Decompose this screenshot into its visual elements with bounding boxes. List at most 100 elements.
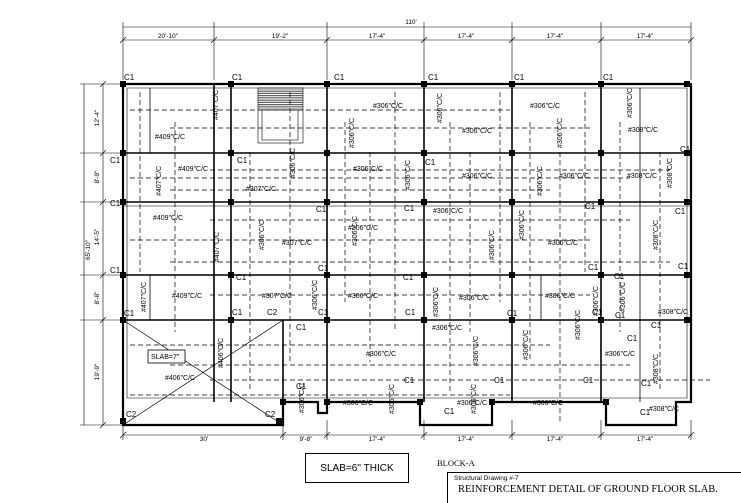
dim-tick [99,271,107,279]
dim-tick [210,36,218,44]
column-label: C1 [588,263,599,272]
column [509,199,515,205]
rebar-label: #306"C/C [348,293,378,300]
column-label: C1 [403,273,414,282]
column [324,399,330,405]
rebar-label: #306"C/C [373,103,403,110]
rebar-label: #307"C/C [262,293,292,300]
rebar-label-vertical: #306"C/C [620,282,627,312]
column [120,81,126,87]
top-dim-5: 17'-4" [547,33,564,40]
bottom-dim-5: 17'-4" [547,436,564,443]
top-dim-1: 20'-10" [158,33,179,40]
column-label: C1 [444,407,455,416]
column [324,272,330,278]
column-label: C1 [404,376,415,385]
column [324,317,330,323]
column [509,272,515,278]
column [421,199,427,205]
left-dim-3: 14'-5" [94,228,101,245]
floor-plan-drawing: 110' 65'-10" 20'-10" 19'-2" 17'-4" 17'-4… [80,19,710,443]
rebar-label-vertical: #306"C/C [519,210,526,240]
rebar-label: #306"C/C [366,351,396,358]
column [598,317,604,323]
column [228,150,234,156]
bottom-dim-2: 9'-8" [300,436,314,443]
slab-tag-box [147,349,186,364]
column-label: C1 [232,73,243,82]
rebar-label: #306"C/C [348,225,378,232]
column-label: C1 [614,272,625,281]
column-label: C1 [110,156,121,165]
top-dim-6: 17'-4" [637,33,654,40]
column [228,317,234,323]
top-dim-3: 17'-4" [369,33,386,40]
rebar-label-vertical: #306"C/C [537,166,544,196]
rebar-label: #306"C/C [433,208,463,215]
dim-tick [99,421,107,429]
rebar-label: #306"C/C [343,400,373,407]
column-label-c2: C2 [267,308,278,317]
dim-tick [99,198,107,206]
rebar-label-vertical: #306"C/C [352,216,359,246]
rebar-label-vertical: #407"C/C [141,282,148,312]
rebar-label-vertical: #306"C/C [473,336,480,366]
column [324,199,330,205]
column [684,81,690,87]
rebar-label-vertical: #306"C/C [433,287,440,317]
dim-tick [508,431,516,439]
rebar-label-vertical: #406"C/C [218,338,225,368]
drawing-title: REINFORCEMENT DETAIL OF GROUND FLOOR SLA… [458,484,718,495]
dim-tick [420,431,428,439]
column [120,199,126,205]
rebar-label-vertical: #306"C/C [593,286,600,316]
column [598,272,604,278]
diagonal [122,319,284,426]
rebar-label-vertical: #306"C/C [557,118,564,148]
overall-width-label: 110' [405,19,417,26]
column-label: C1 [428,73,439,82]
rebar-label-vertical: #306"C/C [290,148,297,178]
rebar-label-vertical: #306"C/C [389,384,396,414]
bottom-dim-1: 30' [200,436,208,443]
rebar-label: #409"C/C [172,293,202,300]
column-label: C1 [592,308,603,317]
column [684,272,690,278]
rebar-label-vertical: #407"C/C [156,166,163,196]
dim-tick [119,36,127,44]
column [280,399,286,405]
column [421,317,427,323]
column-label: C1 [110,199,121,208]
rebar-label-vertical: #306"C/C [489,230,496,260]
column-label: C1 [124,309,135,318]
column [417,399,423,405]
rebar-label: #306"C/C [548,240,578,247]
block-name: BLOCK-A [437,458,475,468]
column-label: C1 [237,156,248,165]
column-label: C1 [236,273,247,282]
rebar-label: #306"C/C [545,293,575,300]
column-label: C1 [316,205,327,214]
column [228,81,234,87]
column-label: C1 [334,73,345,82]
slab-outline [121,82,693,427]
staircase [257,87,304,144]
rebar-label: #306"C/C [432,325,462,332]
rebar-label: #307"C/C [282,240,312,247]
slab-tag: SLAB=7" [151,354,180,361]
column [421,272,427,278]
column-label: C1 [583,376,594,385]
dim-tick [99,316,107,324]
dim-tick [508,36,516,44]
dim-tick [687,36,695,44]
column [228,199,234,205]
rebar-label-vertical: #306"C/C [312,280,319,310]
column-label: C1 [404,204,415,213]
rebar-label: #308"C/C [627,173,657,180]
rebar-label-vertical: #306"C/C [405,160,412,190]
stair-landing [261,109,299,141]
rebar-label-vertical: #306"C/C [299,383,306,413]
column-label: C1 [494,376,505,385]
column [421,150,427,156]
rebar-label-vertical: #407"C/C [213,90,220,120]
